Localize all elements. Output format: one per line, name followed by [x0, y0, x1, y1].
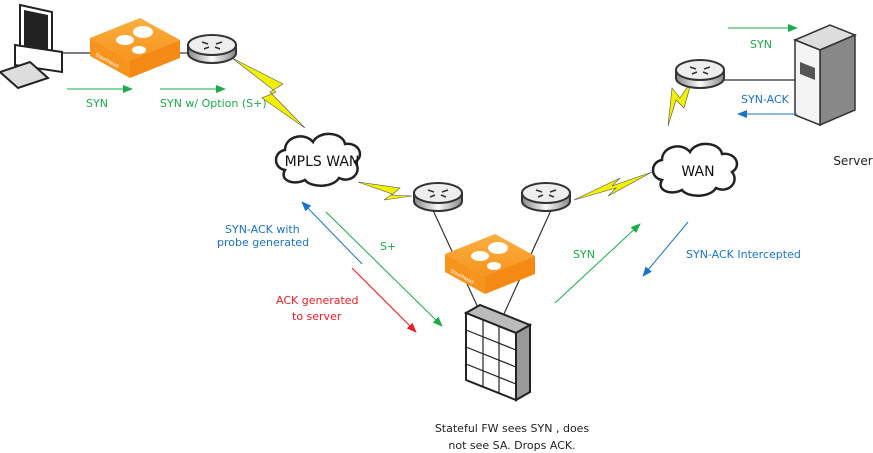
synack-probe-arrow — [301, 201, 363, 265]
ack-label: to server — [292, 310, 342, 323]
syn-mid-label: SYN — [573, 248, 595, 261]
flow-arrows — [67, 24, 798, 333]
synack-server-label: SYN-ACK — [741, 93, 790, 106]
server-label: Server — [833, 154, 872, 168]
mpls-wan-cloud: MPLS WAN — [274, 132, 362, 187]
server-icon — [793, 24, 857, 127]
syn-mid-arrow — [554, 223, 641, 304]
desktop-computer-icon — [0, 3, 63, 90]
router-icon — [413, 182, 463, 212]
synack-probe-label: SYN-ACK with — [225, 223, 300, 236]
steelhead-appliance-middle: SteelHead — [445, 234, 535, 294]
ack-label: ACK generated — [276, 294, 359, 307]
mpls-wan-label: MPLS WAN — [285, 154, 360, 170]
s-plus-arrow — [325, 211, 443, 327]
router-icon — [521, 182, 571, 212]
s-plus-label: S+ — [380, 240, 396, 253]
firewall-icon — [463, 303, 533, 402]
ack-arrow — [351, 267, 417, 333]
router-icon — [187, 34, 237, 64]
syn-server-label: SYN — [750, 38, 772, 51]
firewall-note: not see SA. Drops ACK. — [448, 439, 575, 452]
steelhead-appliance-client: SteelHead — [90, 18, 180, 78]
syn-label: SYN — [86, 97, 108, 110]
wan-label: WAN — [681, 164, 714, 180]
synack-intercepted-label: SYN-ACK Intercepted — [686, 248, 801, 261]
synack-intercepted-arrow — [642, 221, 689, 277]
router-icon — [675, 59, 725, 89]
firewall-note: Stateful FW sees SYN , does — [435, 422, 590, 435]
wan-cloud: WAN — [651, 142, 739, 197]
serial-link-lightning — [231, 57, 693, 201]
synack-probe-label: probe generated — [217, 236, 309, 249]
syn-option-label: SYN w/ Option (S+) — [160, 97, 267, 110]
